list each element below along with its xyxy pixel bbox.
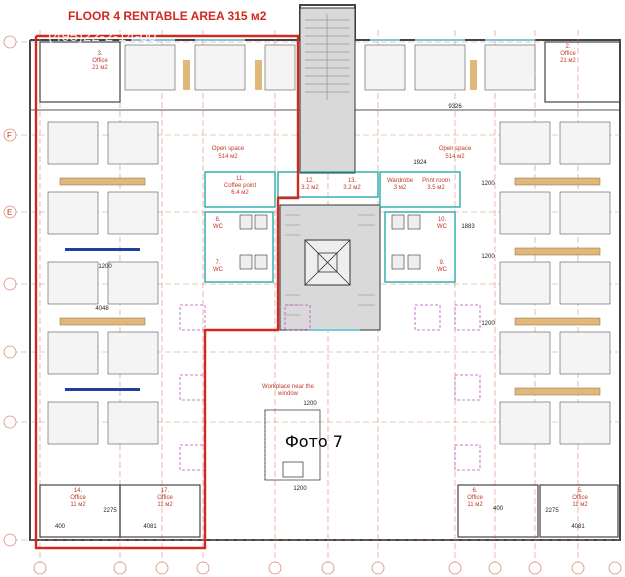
office3-area: 21 м2 <box>92 65 108 71</box>
workplace-sketch <box>264 409 321 481</box>
cabinets-left <box>59 177 146 326</box>
office5-number: 5. <box>577 488 582 494</box>
stair-core-top <box>299 7 356 174</box>
office6-area: 11 м2 <box>467 502 483 508</box>
office14-name: Office <box>70 495 86 501</box>
office6-name: Office <box>467 495 483 501</box>
office17-area: 11 м2 <box>157 502 173 508</box>
axis-bubbles <box>3 35 622 575</box>
office17-number: 17. <box>161 488 170 494</box>
desk-clusters-left <box>47 121 159 445</box>
office17-name: Office <box>157 495 173 501</box>
coffee-name: Coffee point <box>224 183 257 189</box>
small-offices <box>39 41 621 538</box>
dimension-4081-left: 4081 <box>143 524 157 530</box>
office3-number: 3. <box>97 51 102 57</box>
office2-area: 21 м2 <box>560 58 576 64</box>
coffee-number: 11. <box>236 176 244 182</box>
open-space-right-area: 514 м2 <box>445 154 465 160</box>
dimension-4081-right: 4081 <box>571 524 585 530</box>
workplace-label-line2: window <box>277 391 299 397</box>
photo-label: Фото 7 <box>285 432 343 451</box>
office2-name: Office <box>560 51 576 57</box>
coffee-area: 6.4 м2 <box>231 190 249 196</box>
dimension-2275-right: 2275 <box>545 508 559 514</box>
wardrobe-area: 3 м2 <box>394 185 407 191</box>
desk-clusters-top <box>124 44 536 91</box>
dimension-1200-f: 1200 <box>98 264 112 270</box>
columns <box>179 304 481 471</box>
wc10-number: 10. <box>438 217 447 223</box>
watermark-text: (495)22-2-14-00 <box>48 28 156 45</box>
cabinets-right <box>514 177 601 396</box>
wc8-name: WC <box>213 224 224 230</box>
room12-number: 12. <box>306 178 315 184</box>
wc9-name: WC <box>437 267 448 273</box>
room13-area: 3.2 м2 <box>343 185 361 191</box>
office14-area: 11 м2 <box>70 502 86 508</box>
wc8-number: 8. <box>215 217 220 223</box>
office6-number: 6. <box>472 488 477 494</box>
office5-area: 11 м2 <box>572 502 588 508</box>
open-space-left-area: 514 м2 <box>218 154 238 160</box>
workplace-label-line1: Workplace near the <box>262 384 315 390</box>
room13-number: 13. <box>348 178 357 184</box>
axis-label-f: F <box>7 131 12 140</box>
office3-name: Office <box>92 58 108 64</box>
plan-title: FLOOR 4 RENTABLE AREA 315 м2 <box>68 9 267 23</box>
dimension-1200-e: 1200 <box>293 486 307 492</box>
dimension-1200-a: 1200 <box>481 181 495 187</box>
desk-clusters-right <box>499 121 611 445</box>
wc10-name: WC <box>437 224 448 230</box>
lift-core <box>279 204 381 331</box>
dimension-1883: 1883 <box>461 224 475 230</box>
open-space-right-name: Open space <box>439 146 472 152</box>
dimension-400-right: 400 <box>493 506 504 512</box>
dimension-4048: 4048 <box>95 306 109 312</box>
print-room-name: Print room <box>422 178 450 184</box>
wc7-number: 7. <box>215 260 220 266</box>
window-strips <box>132 39 535 331</box>
office2-number: 2. <box>565 44 570 50</box>
dimension-2275-left: 2275 <box>103 508 117 514</box>
room-labels: 3. Office 21 м2 2. Office 21 м2 Open spa… <box>70 44 588 508</box>
blue-units-left <box>65 248 140 391</box>
axis-label-e: E <box>7 208 12 217</box>
wardrobe-name: Wardrobe <box>387 178 414 184</box>
wc7-name: WC <box>213 267 224 273</box>
office14-number: 14. <box>74 488 83 494</box>
open-space-left-name: Open space <box>212 146 245 152</box>
print-room-area: 3.5 м2 <box>427 185 445 191</box>
rentable-boundary <box>34 34 300 550</box>
dimension-400-left: 400 <box>55 524 66 530</box>
dimension-9326: 9326 <box>448 104 462 110</box>
cabinets-top <box>183 60 477 90</box>
wc9-number: 9. <box>439 260 444 266</box>
dimension-1200-b: 1200 <box>481 254 495 260</box>
wc-fixtures <box>239 214 421 270</box>
dimension-1924: 1924 <box>413 160 427 166</box>
room12-area: 3.2 м2 <box>301 185 319 191</box>
service-rooms <box>204 171 461 283</box>
dimension-labels: 9326 1924 1883 1200 1200 1200 1200 1200 … <box>55 104 585 530</box>
dimension-1200-d: 1200 <box>303 401 317 407</box>
office5-name: Office <box>572 495 588 501</box>
dimension-1200-c: 1200 <box>481 321 495 327</box>
